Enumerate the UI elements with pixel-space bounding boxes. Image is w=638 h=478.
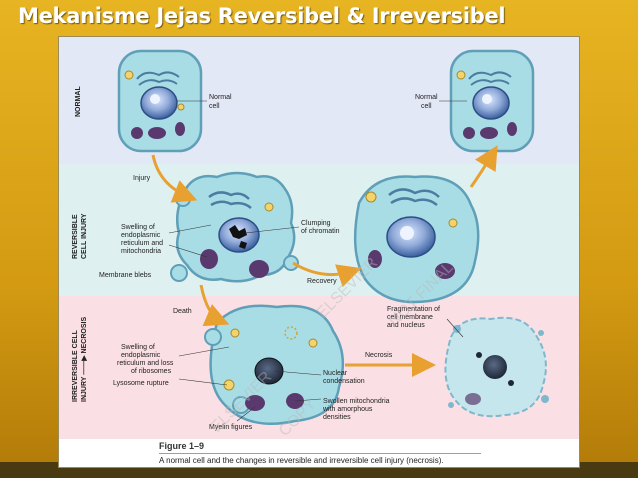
slide-title: Mekanisme Jejas Reversibel & Irreversibe…: [18, 4, 506, 28]
watermark-elsevier: ELSEVIER: [314, 254, 381, 321]
svg-text:of ribosomes: of ribosomes: [131, 368, 172, 375]
label-necrosis: Necrosis: [365, 352, 393, 359]
label-swollen-mitochondria: Swollen mitochondria with amorphous dens…: [322, 398, 390, 421]
label-membrane-blebs: Membrane blebs: [99, 272, 152, 279]
svg-text:Fragmentation of: Fragmentation of: [387, 306, 440, 313]
svg-text:INJURY ——▶ NECROSIS: INJURY ——▶ NECROSIS: [81, 317, 88, 402]
label-fragmentation: Fragmentation of cell membrane and nucle…: [387, 306, 440, 329]
svg-text:Swollen mitochondria: Swollen mitochondria: [323, 398, 390, 405]
label-nuclear-condensation: Nuclear condensation: [323, 370, 365, 385]
svg-text:Normal: Normal: [415, 94, 438, 101]
svg-text:REVERSIBLE: REVERSIBLE: [72, 214, 79, 259]
svg-text:Swelling of: Swelling of: [121, 344, 155, 351]
label-myelin-figures: Myelin figures: [209, 424, 253, 431]
svg-text:mitochondria: mitochondria: [121, 248, 161, 255]
label-swelling-er-mito: Swelling of endoplasmic reticulum and mi…: [121, 224, 163, 255]
svg-text:reticulum and: reticulum and: [121, 240, 163, 247]
necrotic-swollen-cell: [204, 304, 345, 425]
flow-arrows: [151, 145, 498, 377]
row-label-irreversible: IRREVERSIBLE CELL INJURY ——▶ NECROSIS: [72, 317, 88, 402]
svg-text:reticulum and loss: reticulum and loss: [117, 360, 174, 367]
cell-injury-diagram: NORMAL REVERSIBLE CELL INJURY IRREVERSIB…: [72, 49, 549, 439]
svg-text:cell: cell: [209, 103, 220, 110]
svg-text:endoplasmic: endoplasmic: [121, 232, 161, 239]
label-swelling-ribosomes: Swelling of endoplasmic reticulum and lo…: [117, 344, 174, 375]
svg-text:cell: cell: [421, 103, 432, 110]
figure-panel: NORMAL REVERSIBLE CELL INJURY IRREVERSIB…: [58, 36, 580, 468]
svg-text:Clumping: Clumping: [301, 220, 331, 227]
svg-text:and nucleus: and nucleus: [387, 322, 425, 329]
fragmented-necrotic-cell: [444, 316, 549, 418]
label-injury: Injury: [133, 175, 151, 182]
caption-rule: [159, 453, 481, 454]
svg-text:densities: densities: [323, 414, 351, 421]
label-lysosome-rupture: Lysosome rupture: [113, 380, 169, 387]
reversible-injured-cell: [170, 171, 299, 283]
row-label-normal: NORMAL: [75, 86, 82, 117]
figure-caption: A normal cell and the changes in reversi…: [159, 456, 444, 465]
svg-text:NORMAL: NORMAL: [75, 86, 82, 117]
label-death: Death: [173, 308, 192, 315]
row-label-reversible: REVERSIBLE CELL INJURY: [72, 213, 88, 259]
normal-cell-left-label: Normal cell: [177, 94, 232, 110]
svg-text:cell membrane: cell membrane: [387, 314, 433, 321]
svg-text:of chromatin: of chromatin: [301, 228, 340, 235]
svg-text:CELL INJURY: CELL INJURY: [81, 213, 88, 259]
svg-text:Normal: Normal: [209, 94, 232, 101]
figure-number: Figure 1–9: [159, 441, 205, 451]
normal-cell-right-label: Normal cell: [415, 94, 467, 110]
label-recovery: Recovery: [307, 278, 337, 285]
leader-lines: [168, 224, 464, 422]
svg-text:with amorphous: with amorphous: [322, 406, 373, 413]
svg-text:endoplasmic: endoplasmic: [121, 352, 161, 359]
svg-text:Swelling of: Swelling of: [121, 224, 155, 231]
recovering-swollen-cell: [353, 175, 480, 304]
svg-text:condensation: condensation: [323, 378, 365, 385]
label-clumping-chromatin: Clumping of chromatin: [301, 220, 340, 235]
normal-cell-left: [117, 49, 203, 153]
svg-text:IRREVERSIBLE CELL: IRREVERSIBLE CELL: [72, 329, 79, 402]
svg-text:Nuclear: Nuclear: [323, 370, 348, 377]
